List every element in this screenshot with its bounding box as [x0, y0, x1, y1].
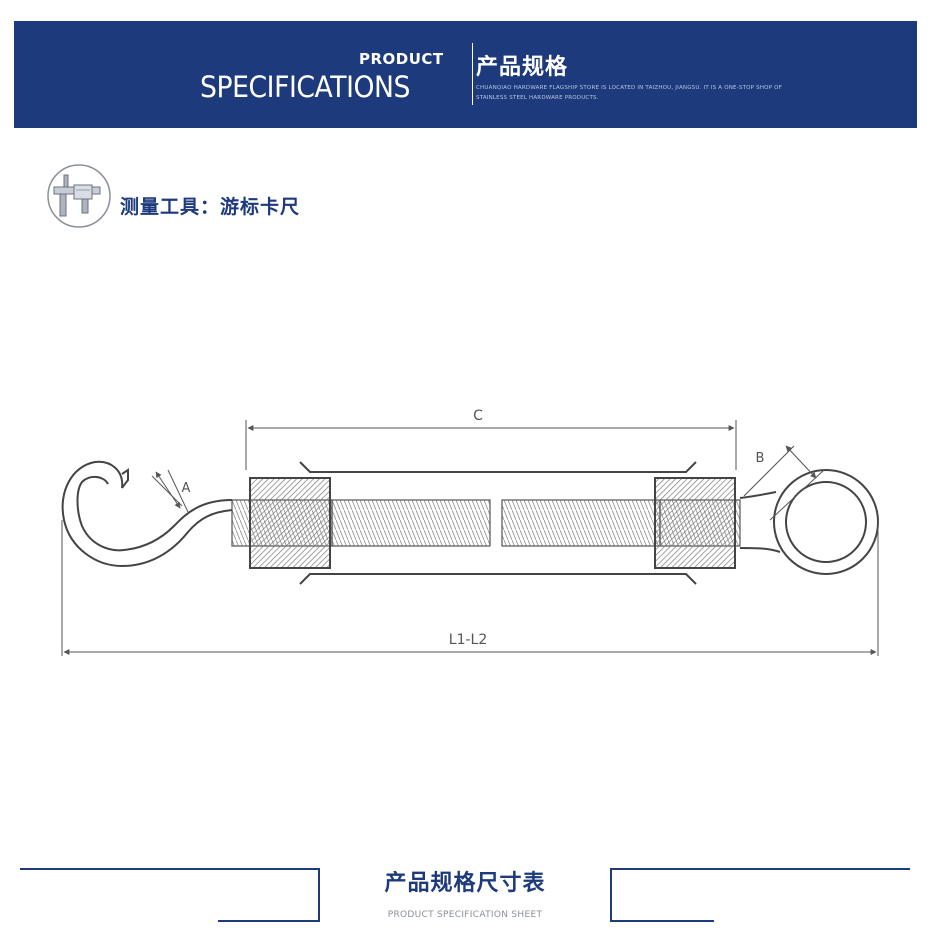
footer-subtitle: PRODUCT SPECIFICATION SHEET [387, 910, 543, 920]
dimension-b [743, 445, 825, 521]
banner-en-title: SPECIFICATIONS [200, 70, 411, 104]
footer-right-top-line [610, 868, 910, 870]
hook-end [61, 460, 233, 568]
footer-left-vertical [318, 868, 320, 922]
footer-right-bottom-line [610, 920, 714, 922]
eye-end [739, 469, 879, 575]
footer-left-bottom-line [218, 920, 320, 922]
dimension-length-label: L1-L2 [449, 632, 487, 648]
turnbuckle-diagram: C A B L1-L2 [61, 408, 879, 656]
dimension-a-label: A [182, 481, 191, 496]
right-threaded-rod-inner [501, 499, 661, 547]
dimension-c-label: C [473, 408, 483, 424]
banner-small-text: CHUANQIAO HARDWARE FLAGSHIP STORE IS LOC… [476, 85, 783, 101]
footer-right-vertical [610, 868, 612, 922]
banner-en-subtitle: PRODUCT [359, 50, 444, 68]
dimension-b-label: B [756, 451, 765, 466]
dimension-a [151, 469, 189, 513]
turnbuckle-body [249, 461, 736, 585]
caliper-icon [47, 164, 111, 228]
left-threaded-rod-inner [331, 499, 491, 547]
banner-cn-title: 产品规格 [476, 55, 569, 80]
dimension-c [245, 420, 737, 470]
footer-left-top-line [20, 868, 320, 870]
measuring-tool-label: 测量工具：游标卡尺 [120, 196, 301, 218]
header-banner: PRODUCT SPECIFICATIONS 产品规格 CHUANQIAO HA… [14, 21, 917, 128]
footer-title: 产品规格尺寸表 [384, 871, 546, 896]
dimension-length [61, 520, 879, 656]
banner-divider [472, 43, 473, 105]
